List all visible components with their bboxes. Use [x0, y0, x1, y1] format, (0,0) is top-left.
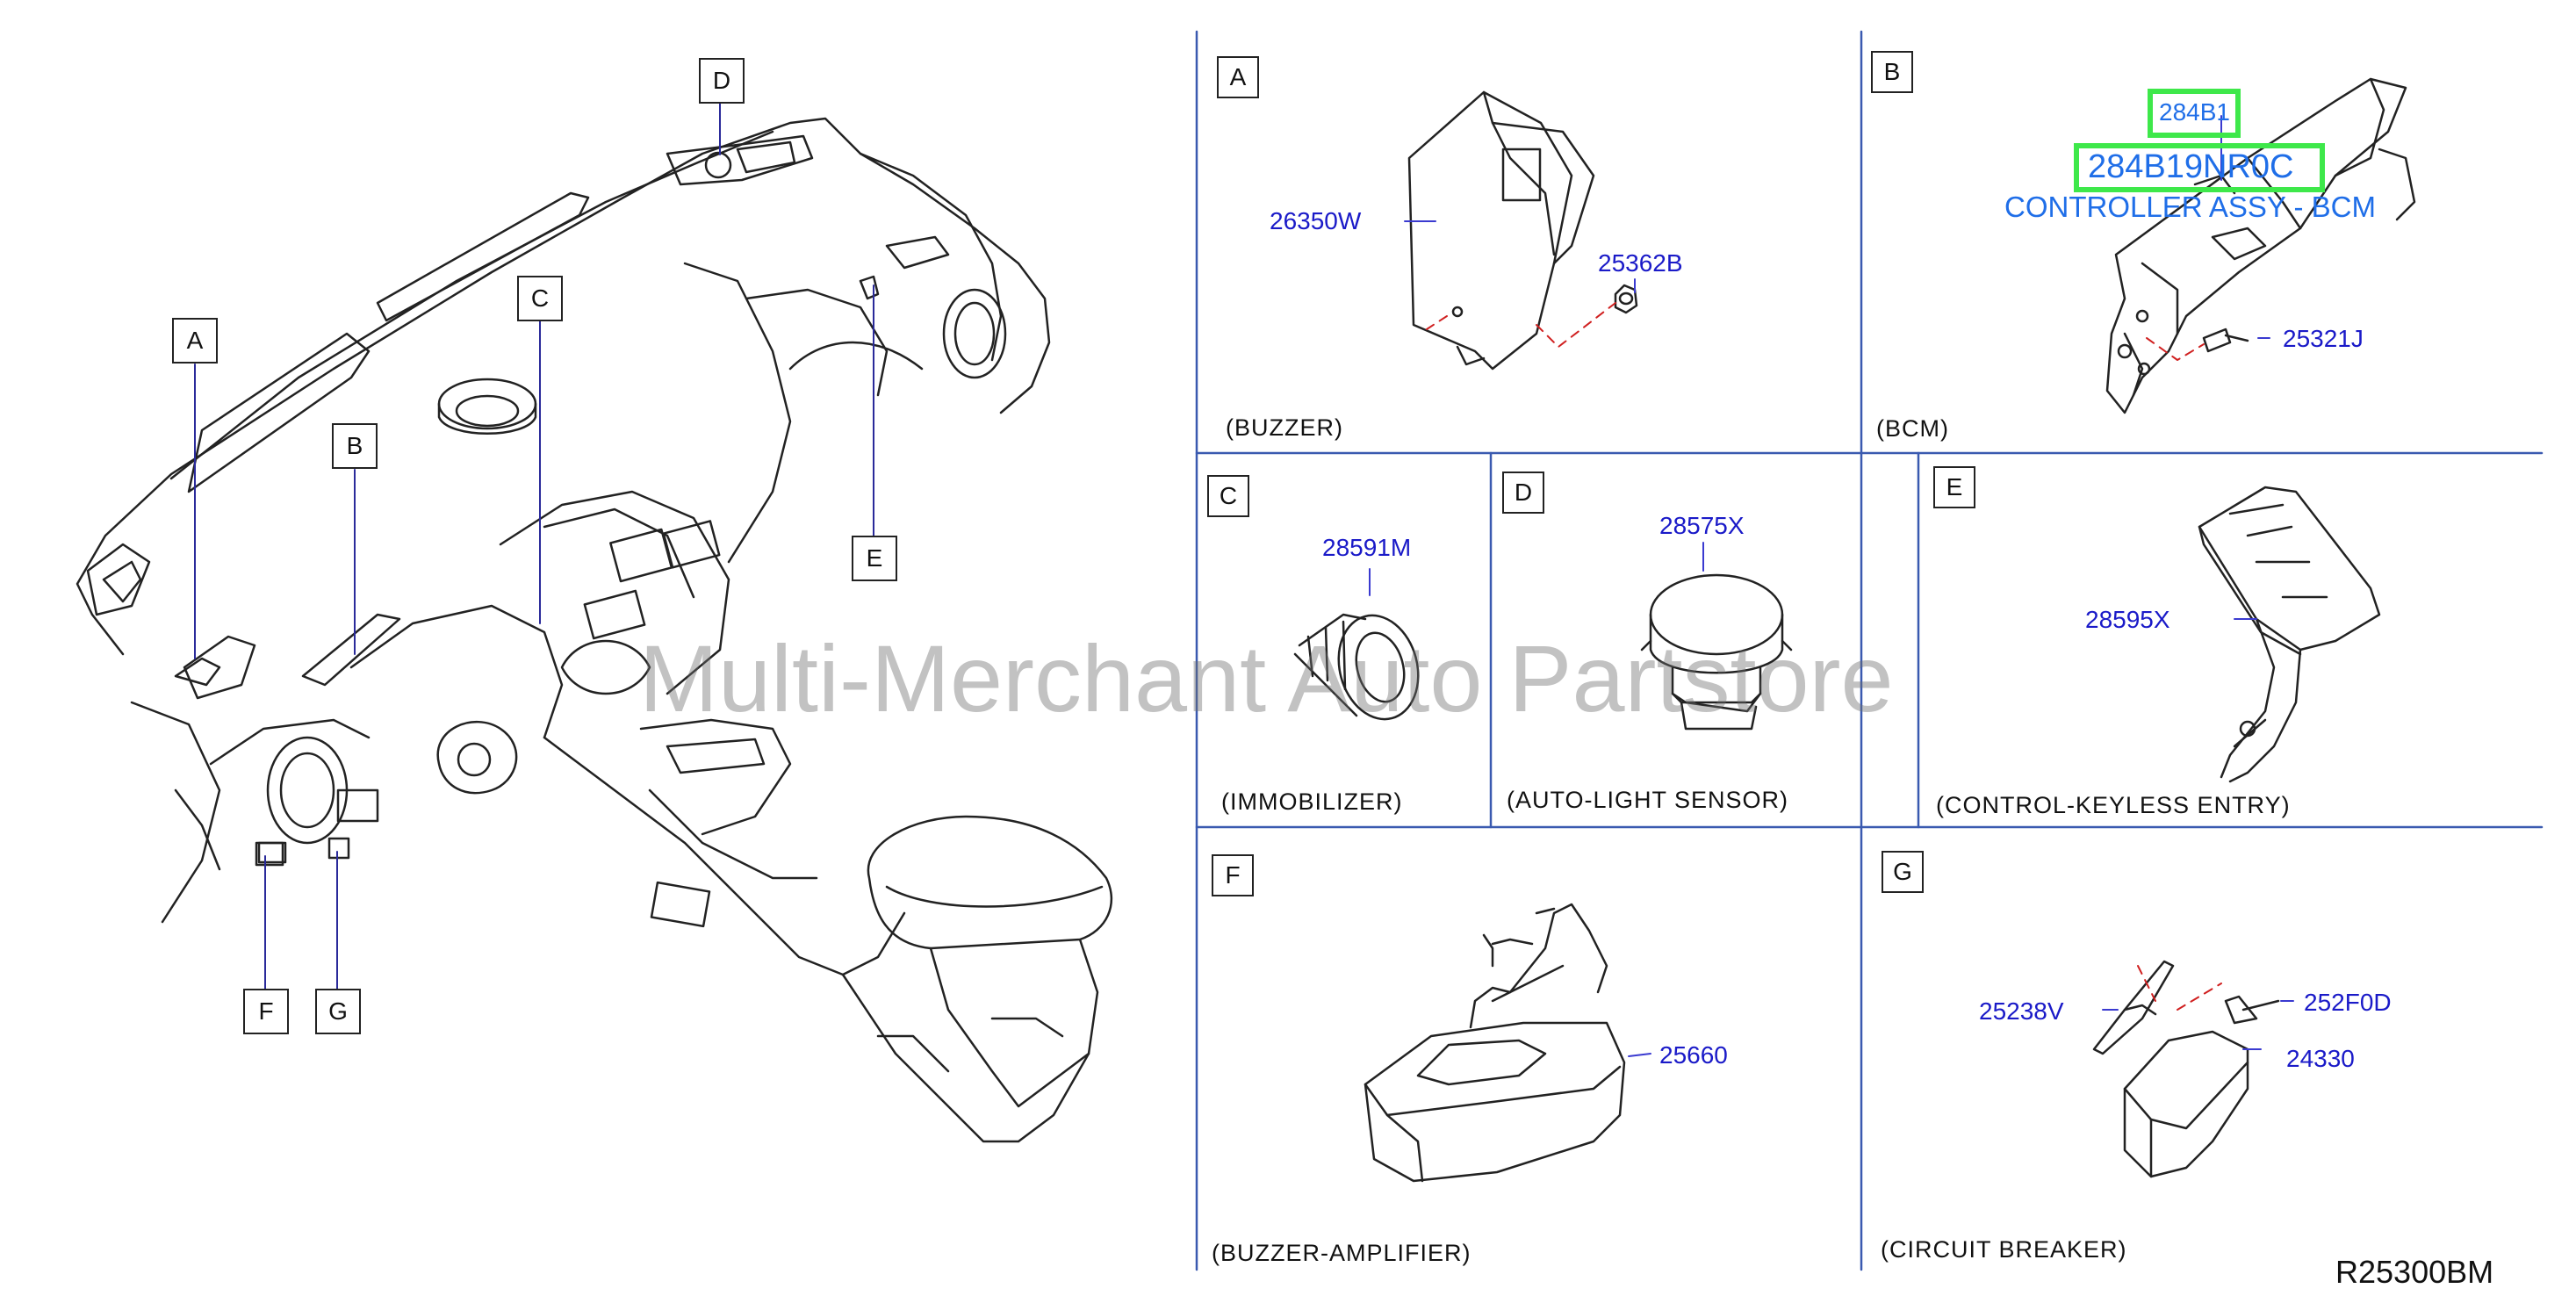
- panel-b-caption: (BCM): [1876, 415, 1949, 442]
- panel-d-linework: [1640, 573, 1793, 731]
- dashboard-illustration: [76, 117, 1113, 1143]
- callout-d[interactable]: D: [699, 58, 745, 104]
- panel-d-caption: (AUTO-LIGHT SENSOR): [1507, 787, 1789, 813]
- part-label-28595x[interactable]: 28595X: [2085, 606, 2170, 633]
- highlight-box-284b1: [2148, 89, 2241, 138]
- panel-f-linework: [1364, 903, 1626, 1183]
- panel-e-letter: E: [1933, 466, 1975, 508]
- part-label-28575x[interactable]: 28575X: [1659, 512, 1745, 539]
- panel-a-leaders: [1404, 220, 1636, 293]
- diagram-reference-code: R25300BM: [2335, 1254, 2494, 1290]
- panel-g-leaders: [2102, 1000, 2294, 1050]
- highlight-box-part-number: [2074, 143, 2325, 192]
- part-label-25660[interactable]: 25660: [1659, 1041, 1728, 1069]
- panel-f-letter: F: [1212, 854, 1254, 896]
- panel-b-letter: B: [1871, 51, 1913, 93]
- part-label-25362b[interactable]: 25362B: [1598, 249, 1683, 277]
- callout-a[interactable]: A: [172, 318, 218, 364]
- panel-a-caption: (BUZZER): [1226, 414, 1343, 441]
- part-label-24330[interactable]: 24330: [2286, 1045, 2355, 1072]
- panel-f-caption: (BUZZER-AMPLIFIER): [1212, 1240, 1471, 1266]
- overview-leaders: [194, 100, 874, 991]
- panel-d-letter: D: [1502, 472, 1544, 514]
- part-label-25238v[interactable]: 25238V: [1979, 997, 2064, 1025]
- panel-a-letter: A: [1217, 56, 1259, 98]
- panel-g-dashed: [2137, 965, 2222, 1011]
- panel-a-dashed: [1426, 302, 1616, 348]
- panel-c-letter: C: [1207, 475, 1249, 517]
- callout-f[interactable]: F: [243, 989, 289, 1034]
- panel-b-dashed: [2146, 337, 2205, 361]
- part-label-25321j[interactable]: 25321J: [2283, 325, 2364, 352]
- callout-b[interactable]: B: [332, 423, 378, 469]
- panel-a-linework: [1407, 90, 1638, 371]
- callout-e[interactable]: E: [852, 536, 897, 581]
- panel-c-linework: [1293, 613, 1420, 721]
- panel-g-linework: [2092, 960, 2280, 1178]
- part-label-252f0d[interactable]: 252F0D: [2304, 989, 2392, 1016]
- part-label-28591m[interactable]: 28591M: [1322, 534, 1412, 561]
- panel-grid: [1195, 30, 2544, 1271]
- highlighted-part-description: CONTROLLER ASSY - BCM: [2004, 191, 2376, 223]
- part-label-26350w[interactable]: 26350W: [1270, 207, 1362, 234]
- panel-e-linework: [2198, 486, 2381, 783]
- part-label-284b1[interactable]: 284B1: [2159, 98, 2230, 126]
- panel-g-letter: G: [1882, 851, 1924, 893]
- highlighted-part-number[interactable]: 284B19NR0C: [2088, 148, 2294, 185]
- watermark: Multi-Merchant Auto Partstore: [639, 625, 1894, 731]
- callout-c[interactable]: C: [517, 276, 563, 321]
- callout-g[interactable]: G: [315, 989, 361, 1034]
- panel-c-caption: (IMMOBILIZER): [1221, 788, 1403, 815]
- panel-e-caption: (CONTROL-KEYLESS ENTRY): [1936, 792, 2291, 818]
- panel-g-caption: (CIRCUIT BREAKER): [1881, 1236, 2127, 1263]
